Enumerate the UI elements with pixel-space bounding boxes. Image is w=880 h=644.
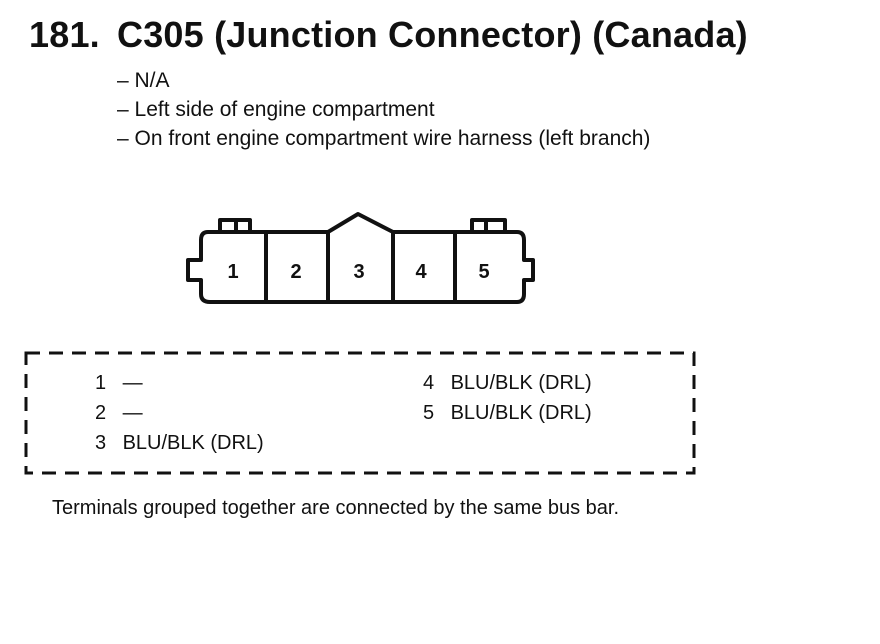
wire-color: — xyxy=(122,372,143,394)
connector-housing xyxy=(186,212,535,304)
pin-label: 3 xyxy=(353,261,364,283)
pin-number: 5 xyxy=(423,402,435,424)
wire-legend-row: 3 BLU/BLK (DRL) xyxy=(95,432,264,455)
connector-diagram: 1 2 3 4 5 xyxy=(186,212,535,304)
connector-details: – N/A – Left side of engine compartment … xyxy=(117,66,650,153)
wire-color: BLU/BLK (DRL) xyxy=(122,432,264,454)
connector-title: C305 (Junction Connector) (Canada) xyxy=(117,14,748,55)
pin-label: 2 xyxy=(290,261,301,283)
wire-color: — xyxy=(122,402,143,424)
wire-color: BLU/BLK (DRL) xyxy=(450,402,592,424)
pin-label: 1 xyxy=(227,261,238,283)
wire-color: BLU/BLK (DRL) xyxy=(450,372,592,394)
pin-number: 1 xyxy=(95,372,107,394)
wire-legend-border xyxy=(24,351,696,475)
section-number: 181. xyxy=(29,14,100,55)
detail-line: – On front engine compartment wire harne… xyxy=(117,127,651,150)
page-title: 181. C305 (Junction Connector) (Canada) xyxy=(29,14,748,56)
pin-label: 4 xyxy=(415,261,427,283)
bus-bar-note: Terminals grouped together are connected… xyxy=(52,497,620,519)
detail-line: – N/A xyxy=(117,69,170,92)
pin-number: 4 xyxy=(423,372,435,394)
pin-number: 2 xyxy=(95,402,107,424)
pin-number: 3 xyxy=(95,432,107,454)
wire-legend-row: 4 BLU/BLK (DRL) xyxy=(423,372,592,395)
right-latch xyxy=(470,218,507,232)
detail-line: – Left side of engine compartment xyxy=(117,98,435,121)
pin-label: 5 xyxy=(478,261,489,283)
wire-legend-row: 1 — xyxy=(95,372,143,395)
wire-legend-row: 5 BLU/BLK (DRL) xyxy=(423,402,592,425)
wire-legend-row: 2 — xyxy=(95,402,143,425)
